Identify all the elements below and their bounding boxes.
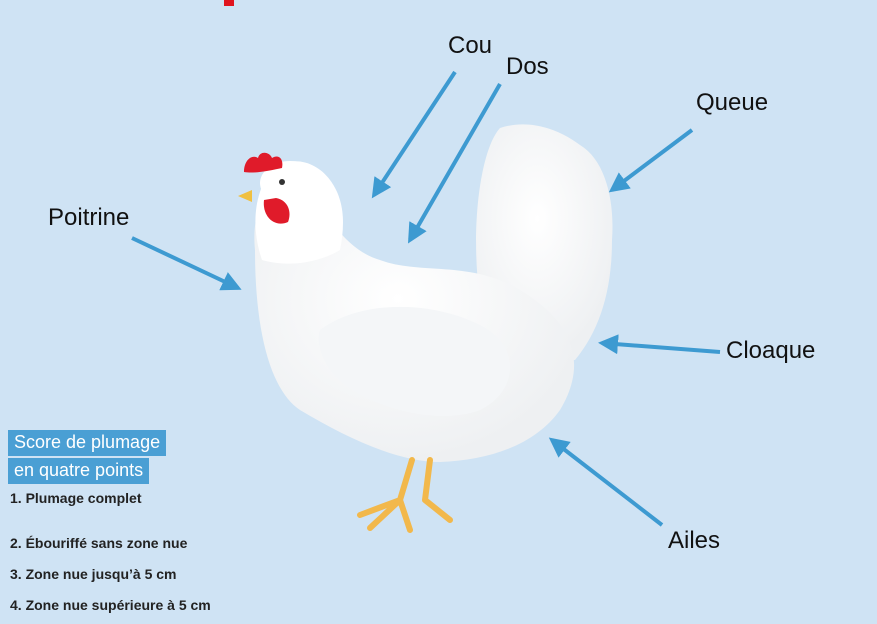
- arrow-cloaque: [602, 343, 720, 352]
- label-cloaque: Cloaque: [726, 339, 815, 363]
- arrow-queue: [612, 130, 692, 190]
- label-ailes: Ailes: [668, 529, 720, 553]
- chicken-illustration: [238, 124, 613, 530]
- legend-item-4: 4. Zone nue supérieure à 5 cm: [10, 597, 211, 613]
- chicken-beak: [238, 190, 252, 202]
- legend-title-line2: en quatre points: [8, 458, 149, 484]
- chicken-eye: [279, 179, 285, 185]
- chicken-leg: [360, 460, 450, 530]
- label-dos: Dos: [506, 55, 549, 79]
- arrow-poitrine: [132, 238, 238, 288]
- legend-item-3: 3. Zone nue jusqu’à 5 cm: [10, 566, 176, 582]
- arrow-cou: [374, 72, 455, 195]
- label-queue: Queue: [696, 91, 768, 115]
- legend-title-line1: Score de plumage: [8, 430, 166, 456]
- legend-item-1: 1. Plumage complet: [10, 490, 141, 506]
- arrow-ailes: [552, 440, 662, 525]
- label-cou: Cou: [448, 34, 492, 58]
- label-poitrine: Poitrine: [48, 206, 129, 230]
- legend-item-2: 2. Ébouriffé sans zone nue: [10, 535, 187, 551]
